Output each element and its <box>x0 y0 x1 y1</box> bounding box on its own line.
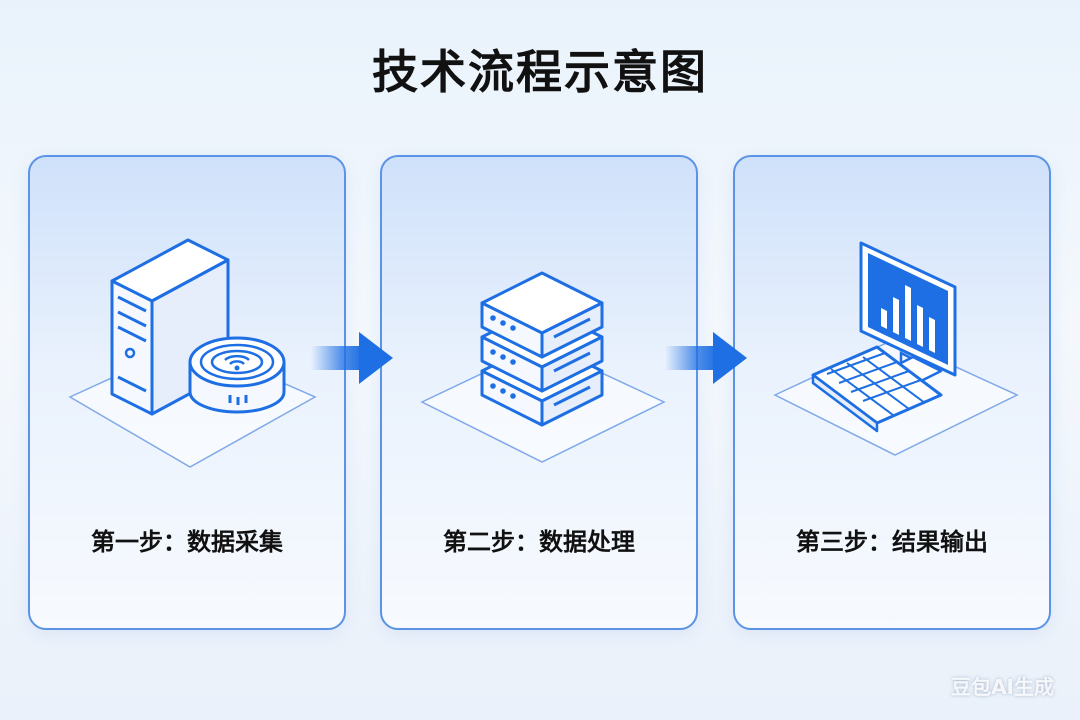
step-label: 第二步：数据处理 <box>443 528 635 556</box>
step-card-data-processing: 第二步：数据处理 <box>380 155 698 630</box>
watermark: 豆包AI生成 <box>951 675 1054 699</box>
page-title: 技术流程示意图 <box>372 45 708 99</box>
step-label: 第三步：结果输出 <box>796 528 988 556</box>
flow-arrow-icon <box>311 332 393 384</box>
flow-arrow-icon <box>665 332 747 384</box>
step-card-result-output: 第三步：结果输出 <box>733 155 1051 630</box>
server-and-router-icon <box>68 238 317 468</box>
server-rack-icon <box>420 271 666 463</box>
step-card-data-collection: 第一步：数据采集 <box>28 155 346 630</box>
step-label: 第一步：数据采集 <box>91 528 283 556</box>
computer-monitor-icon <box>773 241 1019 456</box>
